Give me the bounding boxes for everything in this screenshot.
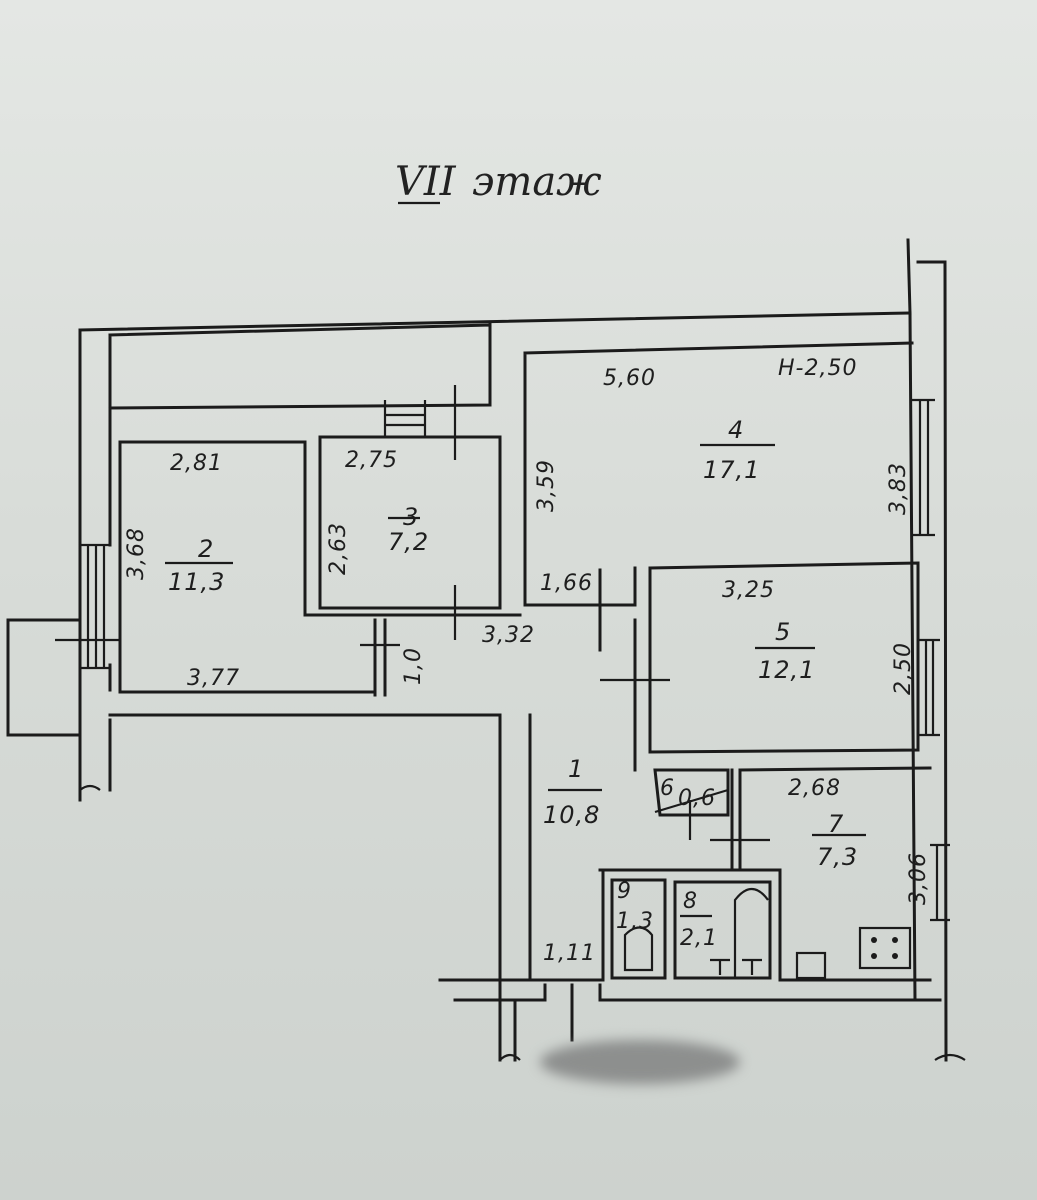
room-9-number: 9 [617, 879, 632, 904]
room-4-area: 17,1 [703, 456, 760, 484]
room-8-number: 8 [683, 889, 698, 914]
dim-r5-top: 3,25 [722, 578, 775, 603]
room-2-area: 11,3 [168, 568, 225, 596]
room-6-area: 0,6 [678, 786, 716, 811]
room-4-number: 4 [728, 416, 744, 444]
dim-r4-left: 3,59 [534, 459, 559, 512]
redacted-area [540, 1040, 740, 1084]
ceiling-height: H-2,50 [778, 356, 857, 381]
dim-r2-side: 3,68 [124, 527, 149, 580]
room-7-number: 7 [828, 810, 844, 838]
room-1-number: 1 [568, 755, 584, 783]
dimension-labels: 2,81 3,68 3,77 2,75 2,63 5,60 H-2,50 3,5… [124, 356, 931, 966]
sink-icon [795, 951, 827, 980]
dim-entry: 1,11 [543, 941, 596, 966]
room-labels: 1 10,8 2 11,3 3 7,2 4 17,1 5 12,1 6 0,6 … [165, 416, 866, 951]
dim-corridor: 3,32 [482, 623, 535, 648]
room-5-area: 12,1 [758, 656, 815, 684]
room-7-area: 7,3 [817, 843, 858, 871]
dim-r4-right: 3,83 [886, 462, 911, 515]
dim-door: 1,0 [401, 647, 426, 685]
room-1-area: 10,8 [543, 801, 600, 829]
room-3-area: 7,2 [388, 528, 429, 556]
bathtub-icon [733, 887, 769, 978]
dim-r4-notch: 1,66 [540, 571, 593, 596]
dim-r3-side: 2,63 [326, 522, 351, 575]
floor-numeral: VII [395, 159, 457, 205]
floor-word: этаж [472, 159, 602, 205]
room-2-number: 2 [198, 535, 214, 563]
dim-r3-top: 2,75 [345, 448, 398, 473]
stove-icon [858, 926, 912, 970]
room-8-area: 2,1 [680, 926, 718, 951]
dim-r2-top: 2,81 [170, 451, 223, 476]
room-9-area: 1,3 [616, 909, 654, 934]
dim-r7-side: 3,06 [906, 852, 931, 905]
toilet-icon [623, 926, 654, 972]
dim-r5-side: 2,50 [891, 642, 916, 695]
room-6-number: 6 [660, 776, 675, 801]
room-5-number: 5 [775, 618, 791, 646]
dim-r4-top: 5,60 [603, 366, 656, 391]
dim-r2-bottom: 3,77 [187, 666, 240, 691]
walls [6, 238, 966, 1062]
dim-r7-top: 2,68 [788, 776, 841, 801]
